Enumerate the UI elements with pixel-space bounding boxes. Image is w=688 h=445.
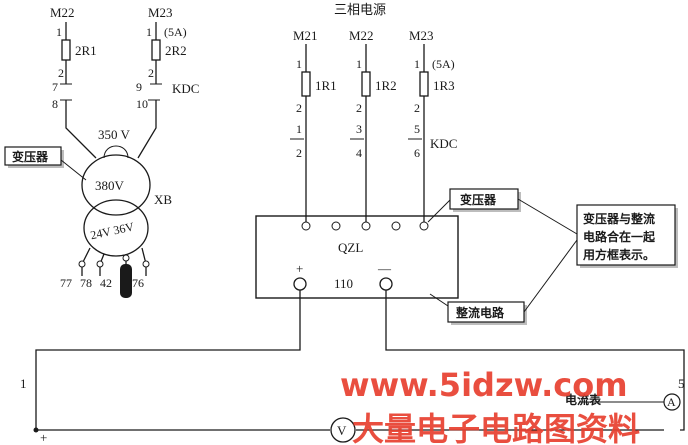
fuse-2r2-label: 2R2 — [165, 43, 187, 58]
watermark-text: 大量电子电路图资料 — [352, 410, 640, 445]
note-line-1: 变压器与整流 — [583, 211, 655, 226]
fuse-1r2-pin-top: 1 — [356, 57, 362, 71]
qzl-input-terminal-3 — [419, 221, 429, 231]
note-line-3: 用方框表示。 — [582, 247, 655, 262]
voltmeter-symbol — [330, 417, 356, 443]
wire-number-4: 4 — [356, 146, 362, 160]
qzl-block — [255, 215, 459, 299]
qzl-minus: — — [377, 261, 392, 276]
fuse-1r3 — [419, 71, 429, 97]
fuse-2r2 — [151, 39, 161, 61]
right-kdc-label: KDC — [430, 136, 457, 151]
fuse-2r1-pin-bottom: 2 — [58, 66, 64, 80]
qzl-label: QZL — [338, 240, 363, 255]
left-fuse-top-label-m23: M23 — [148, 5, 173, 20]
fuse-2r2-pin-bottom: 2 — [148, 66, 154, 80]
note-line-2: 电路合在一起 — [583, 229, 656, 244]
fuse-1r3-label: 1R3 — [433, 78, 455, 93]
watermark-url: www.5idzw.com — [340, 366, 628, 404]
right-circuit: 三相电源 M21 M22 M23 1 1 1 (5A) 1R1 1R2 1R3 … — [255, 2, 678, 325]
watermark: www.5idzw.com 大量电子电路图资料 — [340, 366, 640, 445]
phase-label-m23: M23 — [409, 28, 434, 43]
qzl-input-terminal-1 — [301, 221, 311, 231]
phase-label-m22: M22 — [349, 28, 374, 43]
ammeter-letter: A — [667, 395, 676, 409]
phase-label-m21: M21 — [293, 28, 318, 43]
callout-transformer-right-text: 变压器 — [460, 192, 497, 207]
wire-number-9: 9 — [136, 80, 142, 94]
left-circuit: M22 M23 1 2R1 2 7 1 (5A) 2R2 2 9 KDC 8 1… — [4, 5, 199, 298]
bottom-plus: + — [40, 430, 47, 445]
fuse-1r1-pin-top: 1 — [296, 57, 302, 71]
tap-350v-label: 350 V — [98, 127, 131, 142]
fuse-2r1-pin-top: 1 — [56, 25, 62, 39]
three-phase-title: 三相电源 — [334, 2, 386, 17]
wire-number-7: 7 — [52, 80, 58, 94]
fuse-2r1 — [61, 39, 71, 61]
dc-minus-terminal — [379, 277, 393, 291]
bottom-circuit: V A 电流表 1 5 + — [20, 290, 685, 445]
terminal-77: 77 — [60, 276, 72, 290]
fuse-1r3-rating: (5A) — [432, 57, 455, 71]
fuse-1r2 — [361, 71, 371, 97]
fuse-1r1-pin-bottom: 2 — [296, 101, 302, 115]
voltmeter-letter: V — [337, 423, 347, 438]
fuse-1r2-pin-bottom: 2 — [356, 101, 362, 115]
wire-number-1: 1 — [296, 122, 302, 136]
bottom-right-number: 5 — [678, 376, 685, 391]
bottom-left-number: 1 — [20, 376, 27, 391]
terminal-42: 42 — [100, 276, 112, 290]
lamp-fuse-symbol — [120, 264, 132, 298]
callout-transformer-left — [4, 146, 62, 166]
secondary-voltage-label: 24V 36V — [89, 219, 135, 242]
transformer-primary-winding — [81, 154, 151, 216]
fuse-2r1-label: 2R1 — [75, 43, 97, 58]
fuse-1r2-label: 1R2 — [375, 78, 397, 93]
callout-rectifier-text: 整流电路 — [455, 305, 505, 320]
left-kdc-label: KDC — [172, 81, 199, 96]
xb-label: XB — [154, 192, 172, 207]
wire-number-8: 8 — [52, 97, 58, 111]
primary-voltage-label: 380V — [95, 178, 125, 193]
wire-number-2: 2 — [296, 146, 302, 160]
terminal-78: 78 — [80, 276, 92, 290]
fuse-1r1 — [301, 71, 311, 97]
qzl-plus: + — [296, 261, 303, 276]
wire-number-6: 6 — [414, 146, 420, 160]
fuse-1r3-pin-bottom: 2 — [414, 101, 420, 115]
wire-number-5: 5 — [414, 122, 420, 136]
fuse-2r2-rating: (5A) — [164, 25, 187, 39]
fuse-2r2-pin-top: 1 — [146, 25, 152, 39]
transformer-secondary-winding — [83, 199, 149, 257]
dc-plus-terminal — [293, 277, 307, 291]
qzl-dc-value: 110 — [334, 276, 353, 291]
left-fuse-top-label-m22: M22 — [50, 5, 75, 20]
terminal-76: 76 — [132, 276, 144, 290]
wire-number-10: 10 — [136, 97, 148, 111]
wire-number-3: 3 — [356, 122, 362, 136]
fuse-1r1-label: 1R1 — [315, 78, 337, 93]
ammeter-label: 电流表 — [565, 392, 602, 407]
fuse-1r3-pin-top: 1 — [414, 57, 420, 71]
qzl-input-terminal-2 — [361, 221, 371, 231]
callout-transformer-left-text: 变压器 — [12, 149, 49, 164]
callout-note — [576, 204, 676, 266]
